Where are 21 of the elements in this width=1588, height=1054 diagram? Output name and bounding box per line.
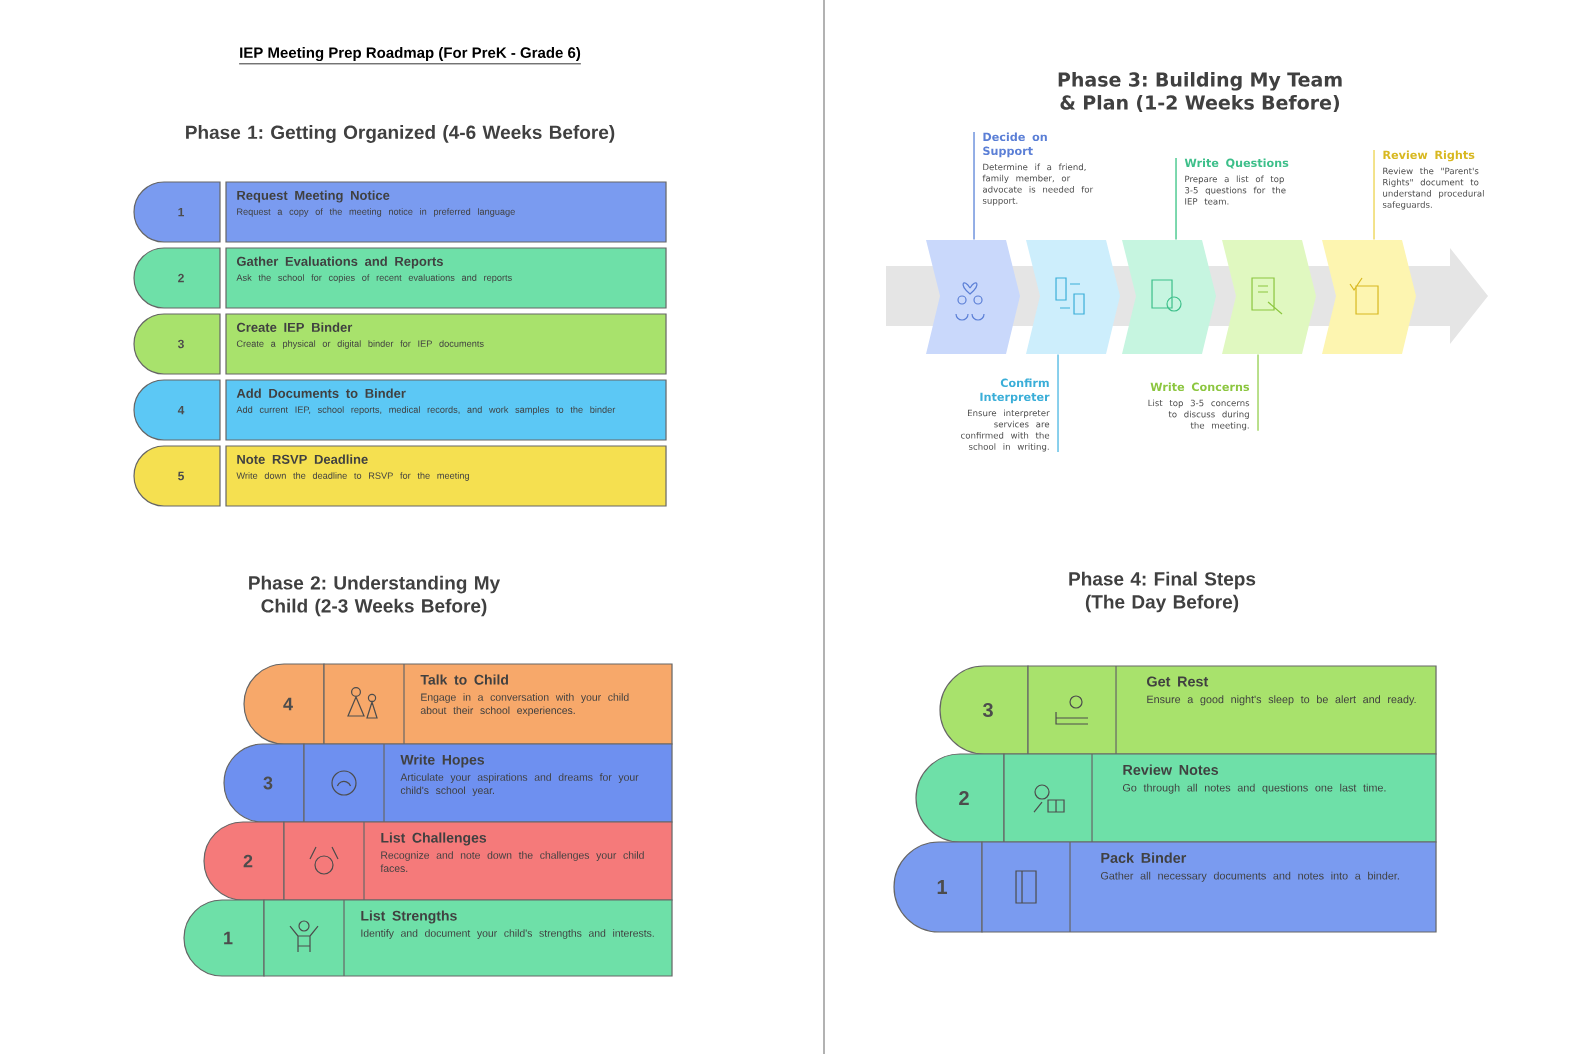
section-heading: Phase 3: Building My Team & Plan (1-2 Weeks Before) <box>1058 72 1342 112</box>
step-panel <box>1222 240 1316 354</box>
number-tab: 4 <box>243 663 325 745</box>
leader-line <box>1175 157 1177 241</box>
number-tab: 2 <box>915 753 1005 843</box>
number-tab: 3 <box>939 665 1029 755</box>
leader-line <box>1057 353 1059 453</box>
leader-line <box>973 131 975 241</box>
number-tab: 3 <box>223 743 305 823</box>
leader-line <box>1257 353 1259 432</box>
step-panel <box>1322 240 1416 354</box>
step-panel <box>926 240 1020 354</box>
section-heading: Phase 1: Getting Organized (4-6 Weeks Before) <box>186 125 615 143</box>
step-panel <box>1122 240 1216 354</box>
section-heading: Phase 4: Final Steps (The Day Before) <box>1069 571 1256 613</box>
number-tab: 2 <box>203 821 285 901</box>
leader-line <box>1373 149 1375 241</box>
step-panel <box>1026 240 1120 354</box>
number-tab: 1 <box>893 841 983 933</box>
section-heading: Phase 2: Understanding My Child (2-3 Weeks Before) <box>249 575 501 617</box>
number-tab: 1 <box>183 899 265 977</box>
